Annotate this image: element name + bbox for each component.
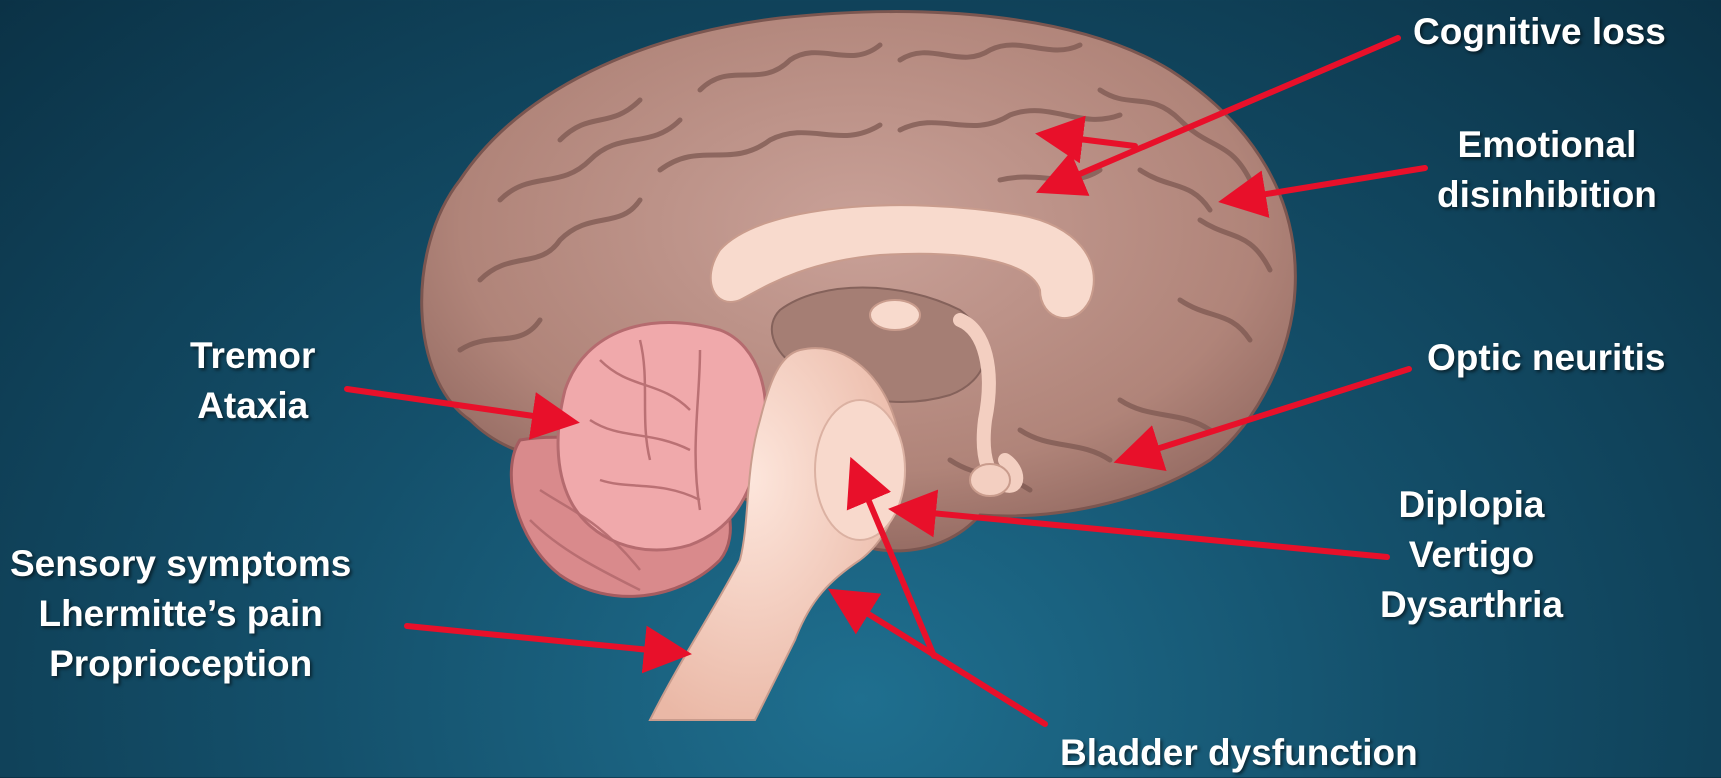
label-line: disinhibition bbox=[1437, 170, 1657, 220]
label-sensory-group: Sensory symptoms Lhermitte’s pain Propri… bbox=[10, 539, 351, 689]
label-cognitive-loss: Cognitive loss bbox=[1413, 7, 1666, 57]
label-line: Lhermitte’s pain bbox=[10, 589, 351, 639]
label-diplopia-group: Diplopia Vertigo Dysarthria bbox=[1380, 480, 1563, 630]
label-line: Proprioception bbox=[10, 639, 351, 689]
arrow-bladder-2 bbox=[838, 595, 1045, 724]
label-line: Emotional bbox=[1437, 120, 1657, 170]
label-optic-neuritis: Optic neuritis bbox=[1427, 333, 1665, 383]
small-nucleus bbox=[870, 300, 920, 330]
pituitary bbox=[970, 464, 1010, 496]
label-line: Vertigo bbox=[1380, 530, 1563, 580]
label-emotional-disinhibition: Emotional disinhibition bbox=[1437, 120, 1657, 220]
label-line: Diplopia bbox=[1380, 480, 1563, 530]
arrow-sensory bbox=[407, 626, 680, 653]
label-tremor-ataxia: Tremor Ataxia bbox=[190, 331, 315, 431]
label-line: Optic neuritis bbox=[1427, 333, 1665, 383]
label-line: Bladder dysfunction bbox=[1060, 728, 1418, 778]
label-bladder-dysfunction: Bladder dysfunction bbox=[1060, 728, 1418, 778]
label-line: Cognitive loss bbox=[1413, 7, 1666, 57]
label-line: Dysarthria bbox=[1380, 580, 1563, 630]
pons bbox=[815, 400, 905, 540]
label-line: Sensory symptoms bbox=[10, 539, 351, 589]
label-line: Ataxia bbox=[190, 381, 315, 431]
arrow-diplopia bbox=[900, 510, 1387, 557]
label-line: Tremor bbox=[190, 331, 315, 381]
